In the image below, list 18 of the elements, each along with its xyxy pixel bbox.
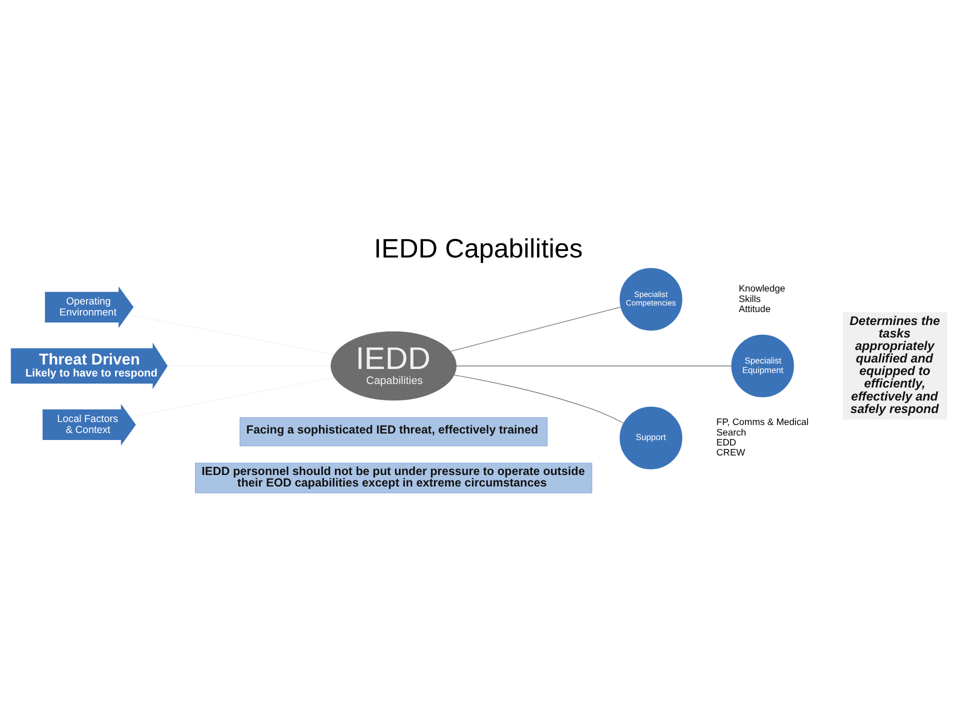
node-label: CREW [716,446,746,458]
connector [450,306,622,352]
node-label: EDD [716,436,736,448]
diagram-title: IEDD Capabilities [374,233,583,264]
node-label: Knowledge [738,282,786,294]
node-label: FP, Comms & Medical [716,416,809,427]
connector [456,365,732,366]
node-circle: Support [620,406,682,469]
node-label: Skills [738,292,761,304]
arrow [136,376,334,416]
node-label: Attitude [738,302,771,314]
connector [454,374,624,424]
node-label: Search [716,426,746,437]
node-circle: Specialist Equipment [731,334,794,397]
node-box: IEDD personnel should not be put under pressure to operate outside their EOD capabilities except in extreme circumstances [194,462,592,493]
node-circle: Specialist Competencies [620,268,682,330]
arrow [133,315,334,354]
node-box: Facing a sophisticated IED threat, effectively trained [240,416,548,446]
